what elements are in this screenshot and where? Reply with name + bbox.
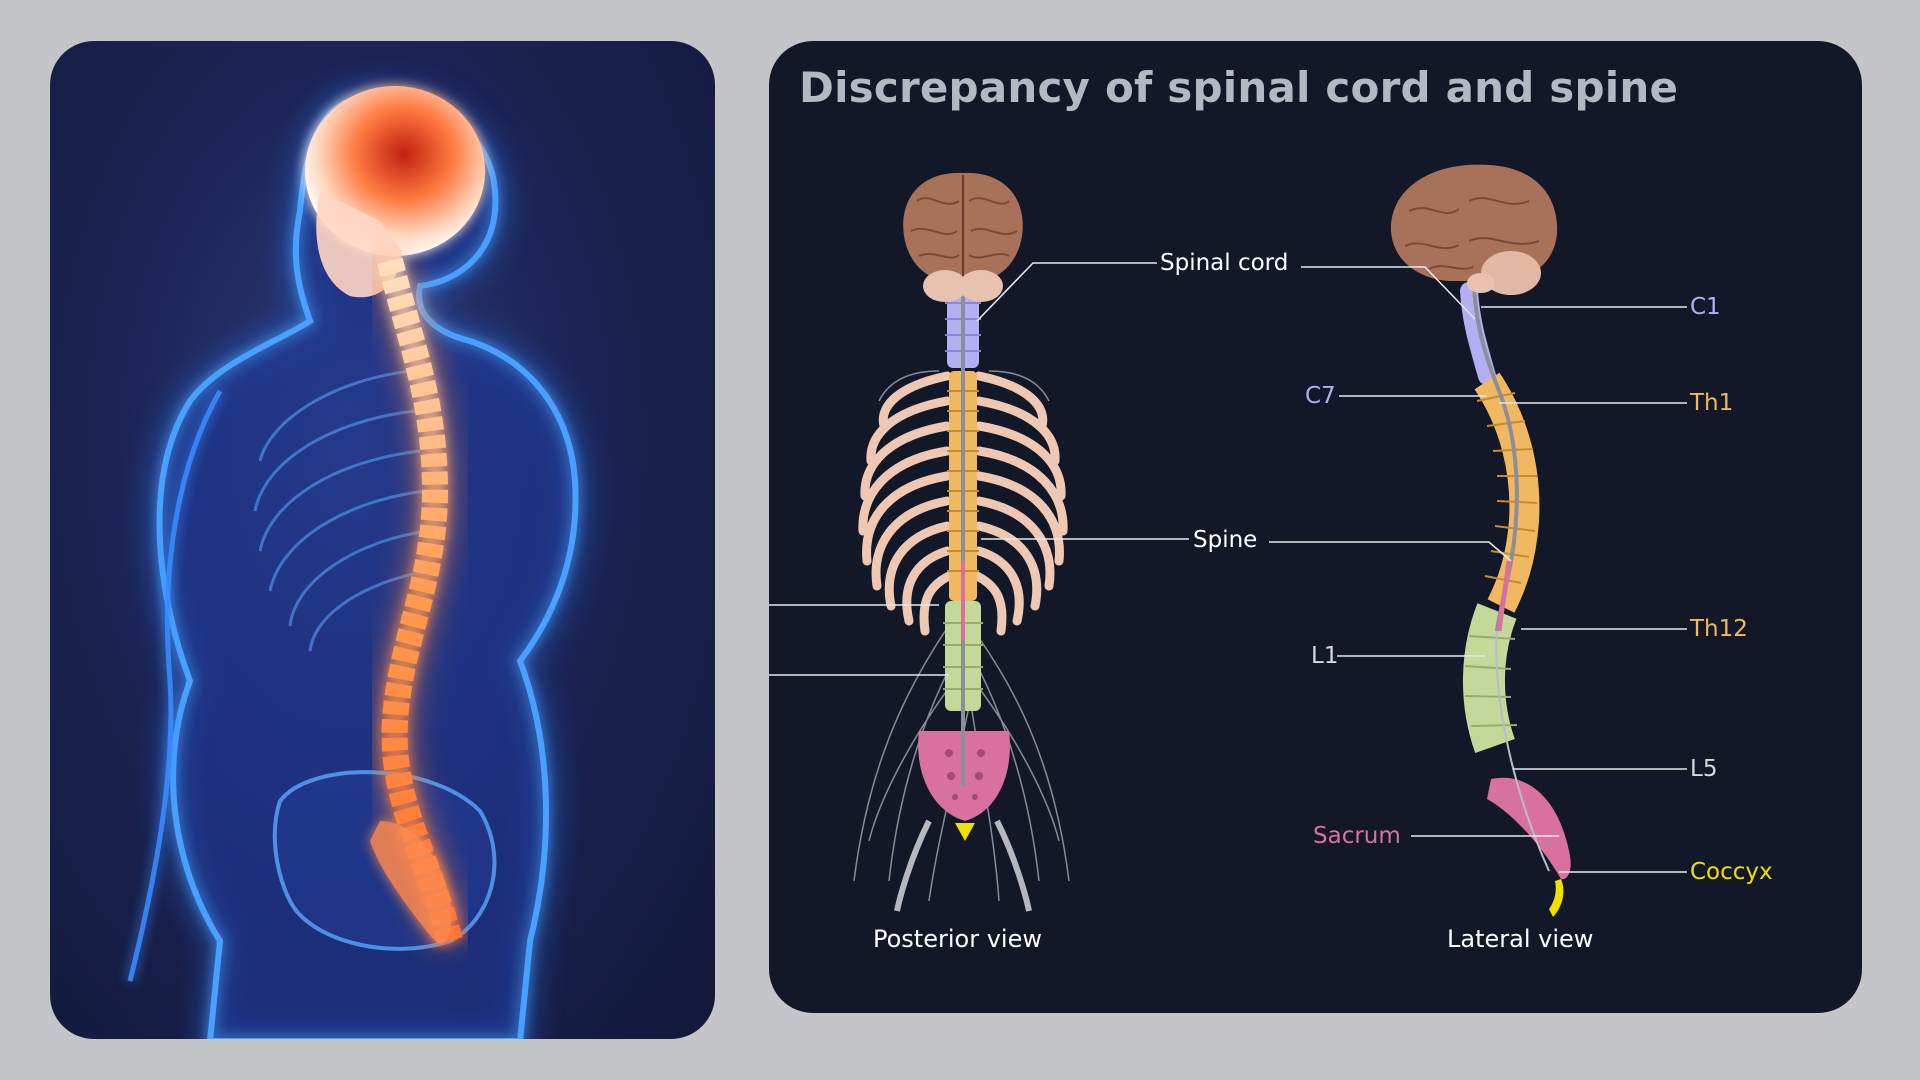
posterior-sacral-foramina xyxy=(945,749,985,800)
caption-lateral-view: Lateral view xyxy=(1447,925,1594,953)
lateral-brain xyxy=(1390,164,1558,295)
spine-column xyxy=(377,257,463,945)
lateral-view-figure xyxy=(1390,164,1571,917)
arm-outline xyxy=(127,389,223,982)
label-spine: Spine xyxy=(1193,527,1258,553)
lateral-sacrum xyxy=(1487,777,1571,880)
xray-body-illustration xyxy=(127,82,589,1039)
leader-spinal-cord-posterior xyxy=(976,262,1157,322)
posterior-ribs xyxy=(858,371,1068,636)
diagram-title: Discrepancy of spinal cord and spine xyxy=(799,63,1679,112)
xray-illustration-panel xyxy=(50,41,715,1039)
posterior-femur xyxy=(894,819,1032,912)
sacrum-bone xyxy=(370,821,452,944)
label-th12: Th12 xyxy=(1690,616,1748,642)
spine-diagram-panel: Discrepancy of spinal cord and spine xyxy=(769,41,1862,1013)
label-th1: Th1 xyxy=(1690,390,1734,416)
posterior-view-figure xyxy=(853,172,1070,912)
label-spinal-cord: Spinal cord xyxy=(1160,250,1289,276)
label-coccyx: Coccyx xyxy=(1690,859,1773,885)
caption-posterior-view: Posterior view xyxy=(873,925,1042,953)
lateral-cauda-equina xyxy=(1495,630,1550,872)
ribcage-outline xyxy=(253,369,429,652)
lateral-lumbar-spine xyxy=(1463,603,1517,754)
lateral-lumbar-joints xyxy=(1464,635,1518,727)
leader-spinal-cord-lateral xyxy=(1301,266,1476,320)
label-c7: C7 xyxy=(1305,383,1336,409)
posterior-brain xyxy=(903,172,1023,302)
label-c1: C1 xyxy=(1690,294,1721,320)
leader-lines xyxy=(769,262,1687,873)
label-l5: L5 xyxy=(1690,756,1718,782)
label-l1: L1 xyxy=(1311,643,1339,669)
leader-spine-lateral xyxy=(1269,541,1512,562)
lateral-coccyx xyxy=(1549,879,1564,917)
lateral-cord-highlight xyxy=(1496,560,1512,632)
spine-diagram-drawing xyxy=(769,164,1687,917)
posterior-coccyx xyxy=(955,823,975,841)
label-sacrum: Sacrum xyxy=(1313,823,1401,849)
lateral-cervical-spine xyxy=(1460,282,1496,385)
